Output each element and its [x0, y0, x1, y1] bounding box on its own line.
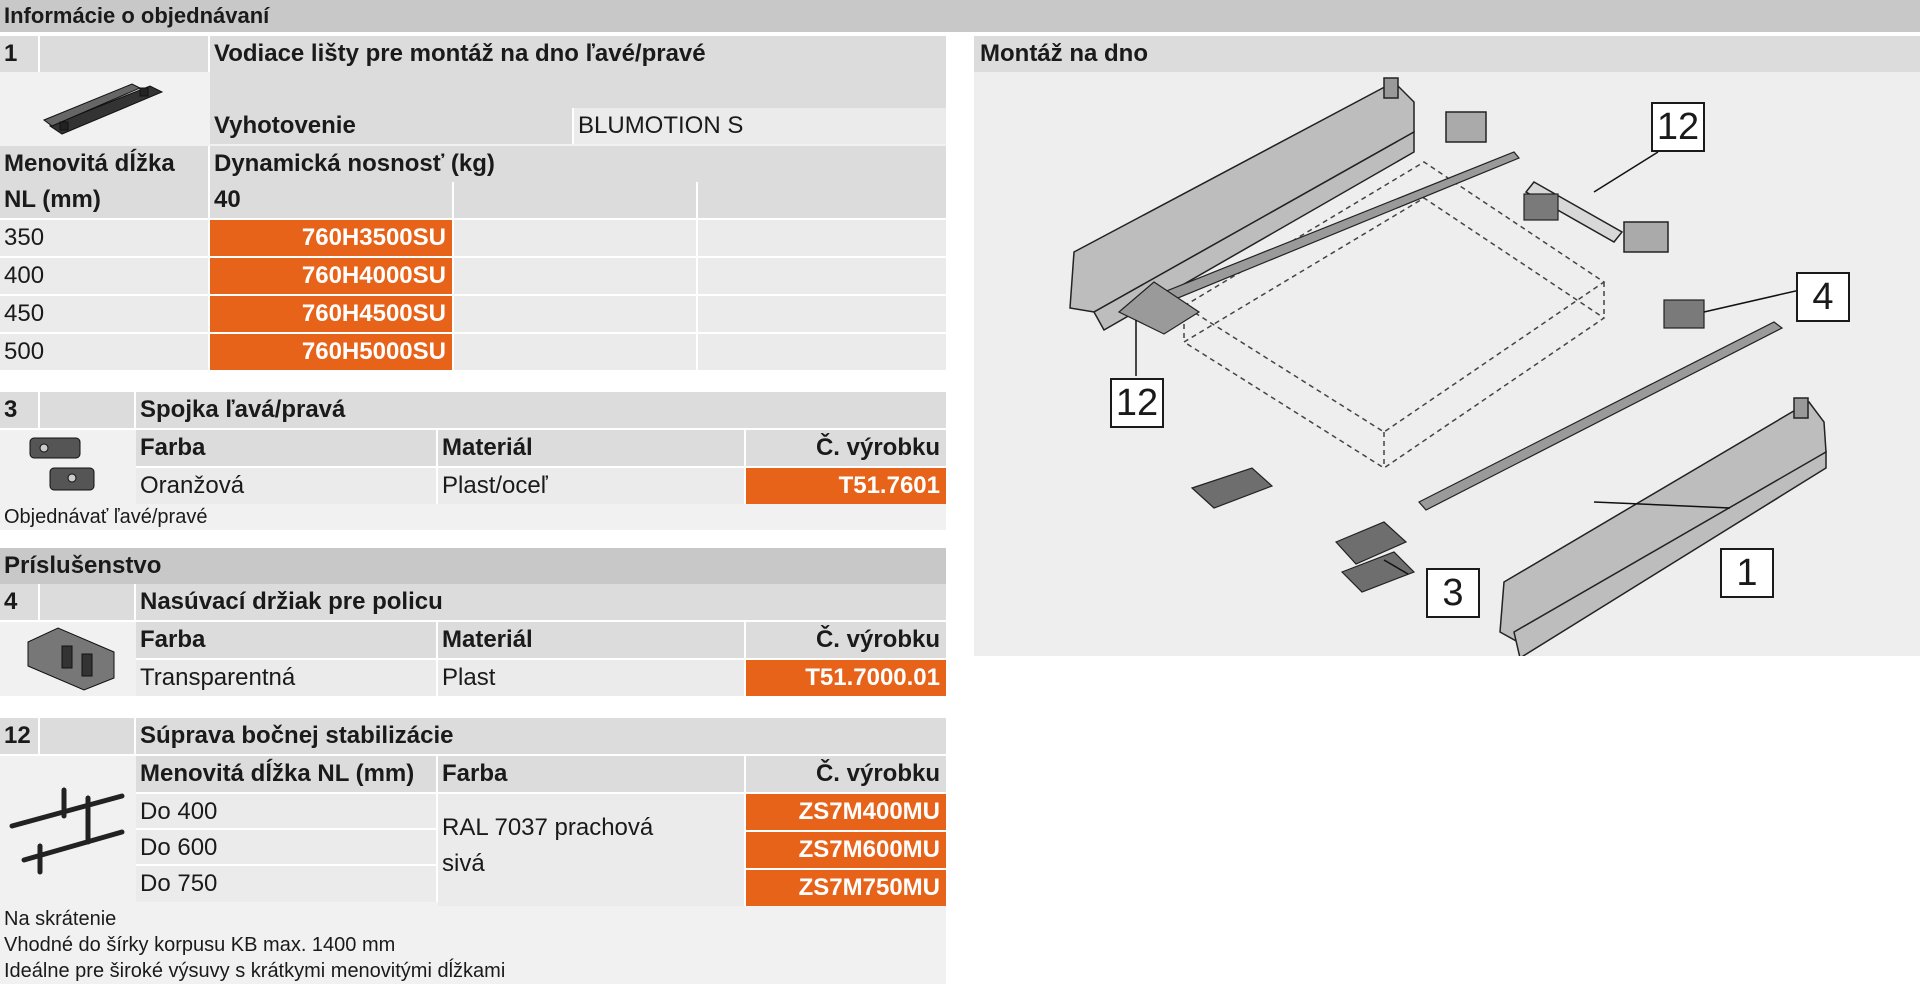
- section-title: Spojka ľavá/pravá: [136, 392, 946, 428]
- column-header-code: Č. výrobku: [746, 622, 946, 658]
- assembly-panel: Montáž na dno: [974, 36, 1920, 656]
- length-value: Do 750: [136, 866, 438, 902]
- leader-lines: [1135, 151, 1801, 575]
- length-value: 400: [0, 258, 210, 294]
- length-value: 350: [0, 220, 210, 256]
- capacity-value: 40: [210, 182, 454, 218]
- material-value: Plast: [438, 660, 746, 696]
- stabilizer-rod: [1445, 111, 1669, 253]
- product-code[interactable]: T51.7000.01: [746, 660, 946, 696]
- column-header-code: Č. výrobku: [746, 756, 946, 792]
- empty-cell: [698, 334, 946, 370]
- empty-cell: [454, 220, 698, 256]
- section-shelf-holder: 4 Nasúvací držiak pre policu Farba Mater…: [0, 584, 946, 696]
- length-value: 450: [0, 296, 210, 332]
- length-unit-label: NL (mm): [0, 182, 210, 218]
- drawer-outline: [1182, 161, 1606, 469]
- couplings: [1190, 467, 1416, 593]
- column-header-color: Farba: [136, 622, 438, 658]
- column-header-material: Materiál: [438, 622, 746, 658]
- column-header-code: Č. výrobku: [746, 430, 946, 466]
- section-number: 4: [0, 584, 40, 620]
- section-title: Nasúvací držiak pre policu: [136, 584, 946, 620]
- section-note: Objednávať ľavé/pravé: [0, 504, 946, 530]
- empty-cell: [454, 296, 698, 332]
- length-label: Menovitá dĺžka: [0, 146, 210, 182]
- empty-cell: [454, 258, 698, 294]
- material-value: Plast/oceľ: [438, 468, 746, 504]
- column-header-color: Farba: [438, 756, 746, 792]
- assembly-drawing: [1069, 77, 1827, 656]
- color-line: RAL 7037 prachová: [442, 814, 654, 841]
- right-runner: [1499, 397, 1827, 656]
- left-runner: [1069, 77, 1415, 332]
- product-code[interactable]: ZS7M400MU: [746, 794, 946, 832]
- section-title: Vodiace lišty pre montáž na dno ľavé/pra…: [210, 36, 946, 108]
- section-title: Súprava bočnej stabilizácie: [136, 718, 946, 754]
- length-value: Do 600: [136, 830, 438, 866]
- section-note: Vhodné do šírky korpusu KB max. 1400 mm: [0, 932, 946, 958]
- column-header-length: Menovitá dĺžka NL (mm): [136, 756, 438, 792]
- section-note: Ideálne pre široké výsuvy s krátkymi men…: [0, 958, 946, 984]
- callout-3: 3: [1426, 568, 1480, 618]
- color-value: RAL 7037 prachová sivá: [438, 794, 746, 906]
- coupling-thumbnail-icon: [29, 437, 95, 491]
- section-note: Na skrátenie: [0, 906, 946, 932]
- product-code[interactable]: 760H4500SU: [210, 296, 454, 332]
- color-value: Transparentná: [136, 660, 438, 696]
- product-code[interactable]: 760H5000SU: [210, 334, 454, 370]
- capacity-label: Dynamická nosnosť (kg): [210, 146, 946, 182]
- callout-12-top: 12: [1651, 102, 1705, 152]
- section-runners: 1 Vodiace lišty pre montáž na dno ľavé/p…: [0, 36, 946, 372]
- section-coupling: 3 Spojka ľavá/pravá Farba Materiál: [0, 392, 946, 530]
- ordering-tables: 1 Vodiace lišty pre montáž na dno ľavé/p…: [0, 36, 946, 984]
- color-value: Oranžová: [136, 468, 438, 504]
- empty-cell: [698, 220, 946, 256]
- shelf-holders: [1523, 193, 1705, 329]
- column-header-color: Farba: [136, 430, 438, 466]
- callout-12-left: 12: [1110, 378, 1164, 428]
- empty-cell: [698, 296, 946, 332]
- empty-cell: [698, 258, 946, 294]
- variant-label: Vyhotovenie: [210, 108, 574, 144]
- product-code[interactable]: 760H3500SU: [210, 220, 454, 256]
- product-code[interactable]: ZS7M750MU: [746, 870, 946, 906]
- accessories-header: Príslušenstvo: [0, 548, 946, 584]
- length-value: Do 400: [136, 794, 438, 830]
- left-rail: [1117, 151, 1520, 335]
- product-code[interactable]: 760H4000SU: [210, 258, 454, 294]
- length-value: 500: [0, 334, 210, 370]
- color-line: sivá: [442, 850, 485, 877]
- variant-value: BLUMOTION S: [574, 108, 946, 144]
- section-number: 3: [0, 392, 40, 428]
- section-number: 12: [0, 718, 40, 754]
- section-number: 1: [0, 36, 40, 72]
- product-code[interactable]: ZS7M600MU: [746, 832, 946, 870]
- callout-4: 4: [1796, 272, 1850, 322]
- column-header-material: Materiál: [438, 430, 746, 466]
- shelf-holder-thumbnail-icon: [27, 627, 115, 691]
- product-code[interactable]: T51.7601: [746, 468, 946, 504]
- assembly-title: Montáž na dno: [974, 36, 1920, 72]
- empty-cell: [454, 334, 698, 370]
- page-title: Informácie o objednávaní: [0, 0, 1920, 32]
- callout-1: 1: [1720, 548, 1774, 598]
- stabilizer-thumbnail-icon: [9, 787, 125, 875]
- section-stabilizer: 12 Súprava bočnej stabilizácie M: [0, 718, 946, 984]
- runner-thumbnail-icon: [42, 83, 164, 135]
- right-rail: [1418, 321, 1784, 511]
